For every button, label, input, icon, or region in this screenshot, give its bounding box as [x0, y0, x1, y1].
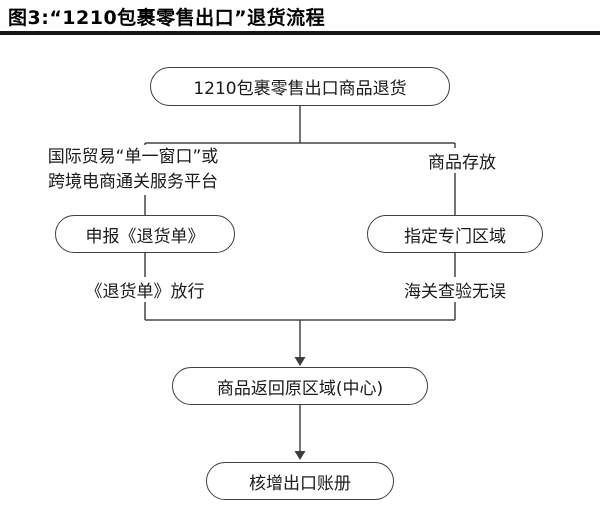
- edge-label-left-channel-line1: 国际贸易“单一窗口”或: [47, 147, 219, 167]
- title-divider: [0, 31, 600, 35]
- node-declare-return-form: 申报《退货单》: [55, 215, 235, 253]
- arrowhead-down-icon: [294, 357, 306, 366]
- edge-label-left-channel-line2: 跨境电商通关服务平台: [48, 172, 218, 192]
- node-start-return-goods: 1210包裹零售出口商品退货: [150, 67, 450, 106]
- node-designated-storage-area: 指定专门区域: [367, 215, 543, 253]
- node-goods-return-original-area: 商品返回原区域(中心): [172, 367, 428, 405]
- arrowhead-down-icon: [294, 451, 306, 460]
- node-export-ledger-increase: 核增出口账册: [206, 462, 394, 500]
- edge-label-left-condition: 《退货单》放行: [58, 277, 232, 302]
- edge-label-right-condition: 海关查验无误: [402, 277, 508, 302]
- edge-label-left-channel: 国际贸易“单一窗口”或 跨境电商通关服务平台: [6, 145, 260, 195]
- edge-label-right-channel: 商品存放: [428, 148, 496, 173]
- figure-title: 图3:“1210包裹零售出口”退货流程: [8, 7, 326, 29]
